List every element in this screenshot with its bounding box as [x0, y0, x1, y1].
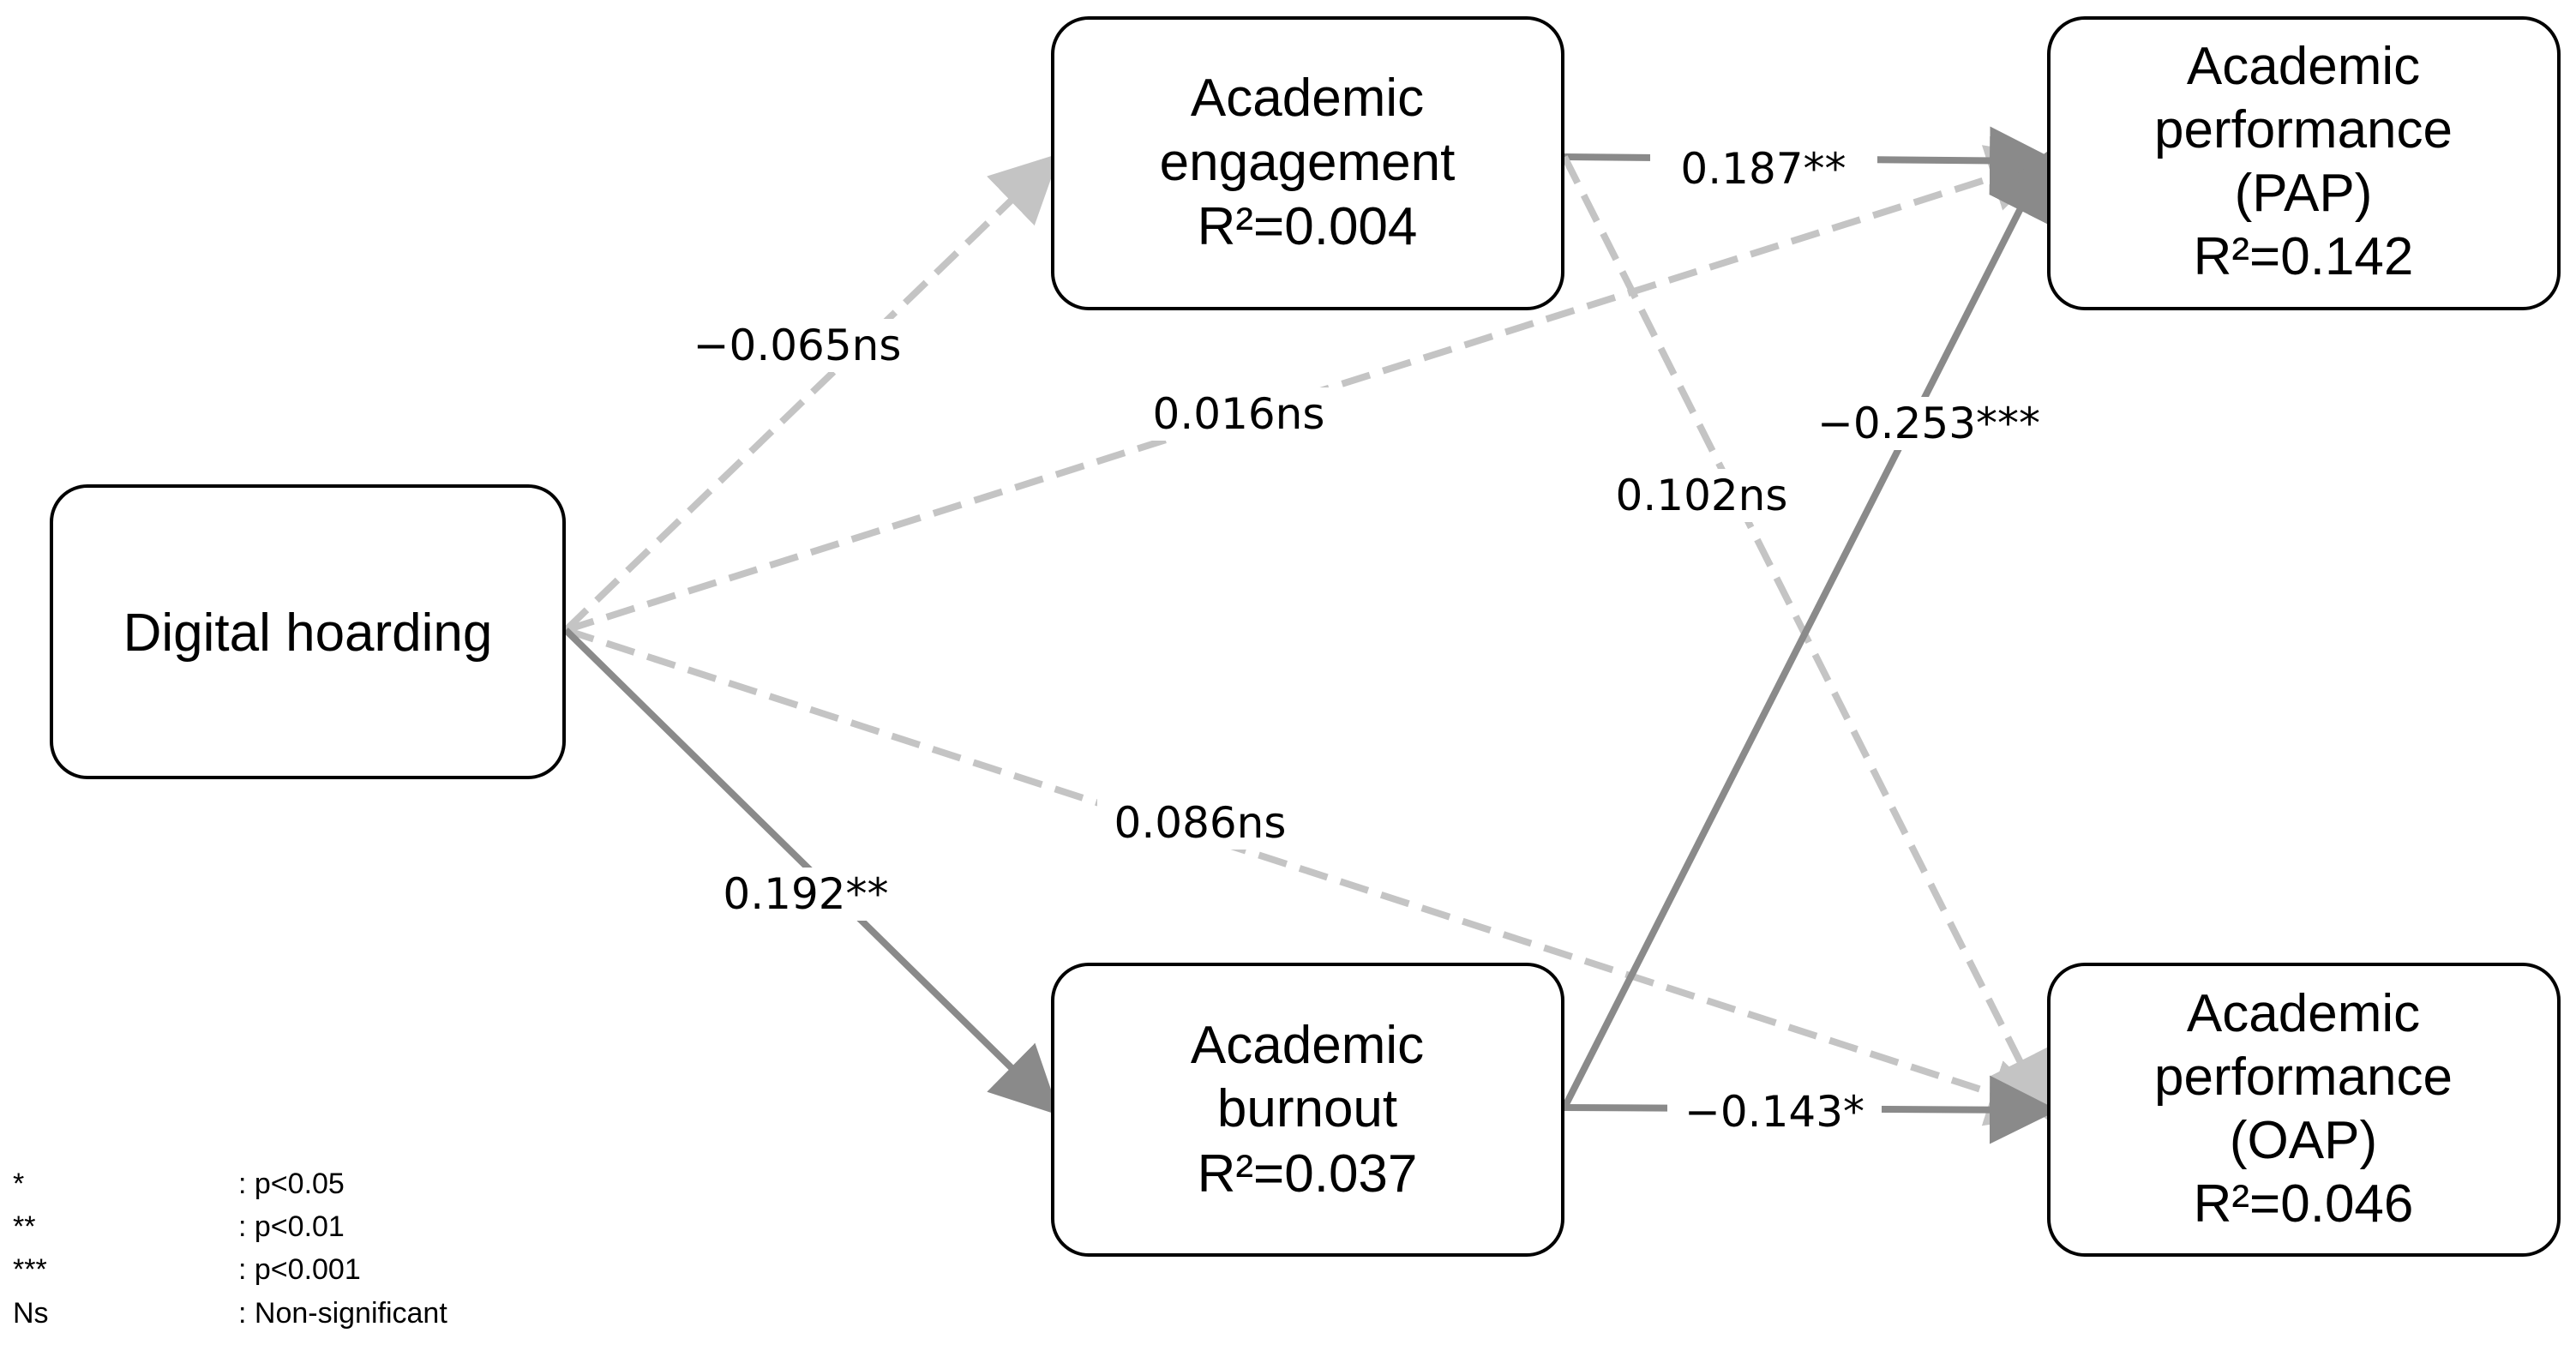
svg-text:(OAP): (OAP) [2230, 1111, 2377, 1170]
svg-text:R²=0.004: R²=0.004 [1198, 197, 1418, 256]
coefficient-ab-pap: −0.253*** [1800, 397, 2057, 450]
arrow-dh-ae [563, 153, 1060, 633]
svg-text:performance: performance [2154, 1048, 2453, 1107]
legend-meaning: : p<0.05 [238, 1168, 345, 1200]
coefficient-ae-pap: 0.187** [1650, 142, 1877, 195]
coefficient-dh-ae: −0.065ns [682, 319, 913, 372]
svg-text:engagement: engagement [1160, 133, 1456, 192]
coefficient-dh-oap: 0.086ns [1097, 796, 1303, 850]
legend-meaning: : Non-significant [238, 1297, 447, 1330]
svg-text:performance: performance [2154, 100, 2453, 159]
svg-text:Academic: Academic [2187, 984, 2420, 1043]
svg-text:Academic: Academic [1191, 69, 1424, 128]
svg-text:−0.065ns: −0.065ns [694, 321, 902, 370]
svg-text:burnout: burnout [1217, 1079, 1397, 1138]
legend-meaning: : p<0.01 [238, 1210, 345, 1243]
node-academic-engagement: Academic engagement R²=0.004 [1051, 16, 1564, 310]
arrow-ab-pap [1561, 148, 2051, 1109]
node-academic-performance-oap: Academic performance (OAP) R²=0.046 [2047, 963, 2561, 1257]
path-coefficients: −0.065ns 0.016ns 0.086ns 0.192** 0.187**… [682, 142, 2057, 1138]
svg-text:Academic: Academic [2187, 37, 2420, 96]
legend-symbol: *** [13, 1253, 47, 1286]
svg-text:Academic: Academic [1191, 1016, 1424, 1075]
svg-text:−0.143*: −0.143* [1684, 1087, 1864, 1137]
significance-legend: * : p<0.05 ** : p<0.01 *** : p<0.001 Ns … [13, 1168, 447, 1330]
coefficient-dh-pap: 0.016ns [1132, 387, 1346, 441]
coefficient-dh-ab: 0.192** [694, 868, 917, 921]
coefficient-ab-oap: −0.143* [1667, 1085, 1882, 1138]
legend-symbol: * [13, 1168, 24, 1200]
svg-text:0.102ns: 0.102ns [1616, 471, 1788, 520]
coefficient-ae-oap: 0.102ns [1603, 469, 1800, 522]
node-digital-hoarding: Digital hoarding [50, 484, 566, 779]
legend-symbol: ** [13, 1210, 35, 1243]
svg-text:(PAP): (PAP) [2235, 164, 2373, 223]
svg-text:0.187**: 0.187** [1680, 144, 1846, 194]
svg-text:R²=0.037: R²=0.037 [1198, 1144, 1418, 1204]
node-academic-performance-pap: Academic performance (PAP) R²=0.142 [2047, 16, 2561, 310]
svg-text:0.016ns: 0.016ns [1153, 389, 1325, 439]
svg-text:R²=0.046: R²=0.046 [2194, 1174, 2414, 1234]
node-academic-burnout: Academic burnout R²=0.037 [1051, 963, 1564, 1257]
legend-meaning: : p<0.001 [238, 1253, 361, 1286]
svg-text:R²=0.142: R²=0.142 [2194, 227, 2414, 286]
legend-symbol: Ns [13, 1297, 49, 1330]
svg-text:0.192**: 0.192** [723, 869, 888, 919]
arrow-dh-oap [564, 627, 2058, 1126]
svg-text:Digital hoarding: Digital hoarding [123, 603, 493, 663]
svg-text:0.086ns: 0.086ns [1114, 798, 1287, 848]
svg-text:−0.253***: −0.253*** [1817, 399, 2040, 448]
